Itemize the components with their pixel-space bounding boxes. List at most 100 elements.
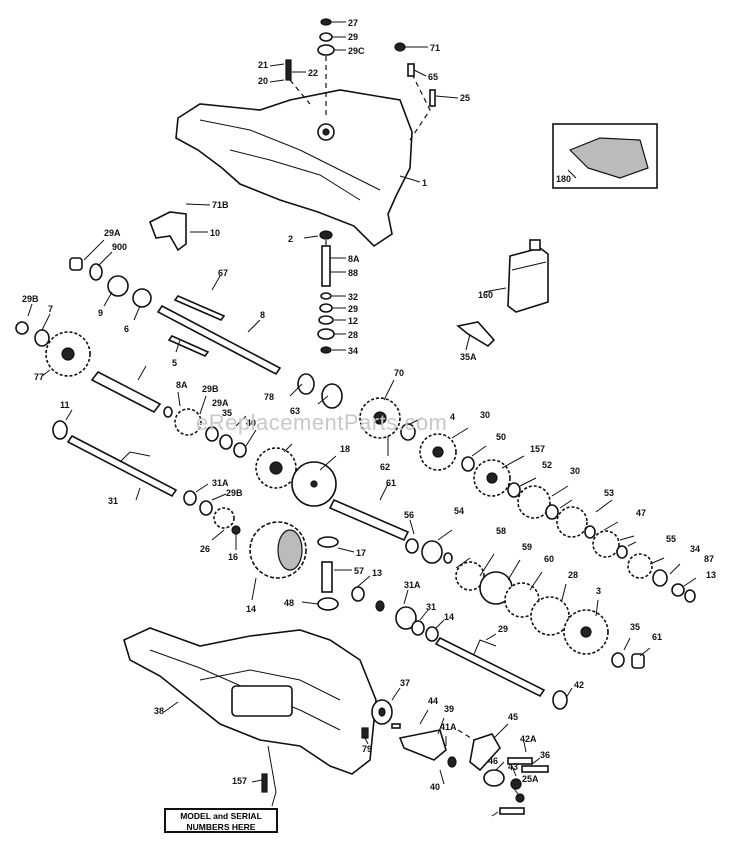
callout: 29A (104, 228, 121, 238)
lower-housing (123, 627, 377, 807)
upper-housing (175, 89, 413, 248)
callout: 57 (354, 566, 364, 576)
callout: 35 (630, 622, 640, 632)
callout: 46 (488, 756, 498, 766)
callout: 11 (60, 400, 70, 410)
serial-number-note: MODEL and SERIAL NUMBERS HERE (164, 808, 278, 833)
callout: 9 (98, 308, 103, 318)
callout: 87 (704, 554, 714, 564)
callout: 16 (228, 552, 238, 562)
callout: 77 (34, 372, 44, 382)
right-gear-row (351, 433, 696, 710)
callout: 61 (386, 478, 396, 488)
callout: 28 (568, 570, 578, 580)
callout: 36 (540, 750, 550, 760)
callout: 25A (522, 774, 539, 784)
callout: 47 (636, 508, 646, 518)
callout: 13 (372, 568, 382, 578)
callout: 20 (258, 76, 268, 86)
callout: 29 (348, 32, 358, 42)
callout: 38 (154, 706, 164, 716)
callout: 3 (596, 586, 601, 596)
callout: 41A (440, 722, 457, 732)
callout: 14 (444, 612, 454, 622)
callout: 30 (570, 466, 580, 476)
callout: 31 (108, 496, 118, 506)
callout: 34 (348, 346, 358, 356)
callout: 8A (348, 254, 360, 264)
callout: 6 (124, 324, 129, 334)
callout: 42A (520, 734, 537, 744)
callout: 30 (480, 410, 490, 420)
callout: 13 (706, 570, 716, 580)
middle-clutch (183, 373, 416, 611)
callout: 29 (498, 624, 508, 634)
callout: 29B (202, 384, 219, 394)
callout: 37 (400, 678, 410, 688)
oil-bottle (507, 239, 549, 313)
callout: 157 (530, 444, 545, 454)
callout: 28 (348, 330, 358, 340)
callout: 61 (652, 632, 662, 642)
callout: 25 (460, 93, 470, 103)
callout: 7 (48, 304, 53, 314)
callout: 53 (604, 488, 614, 498)
callout: 62 (380, 462, 390, 472)
callout: 79 (362, 744, 372, 754)
callout: 45 (508, 712, 518, 722)
callout: 8A (176, 380, 188, 390)
callout: 8 (260, 310, 265, 320)
callout: 18 (340, 444, 350, 454)
callout: 44 (428, 696, 438, 706)
callout: 40 (430, 782, 440, 792)
callout: 63 (290, 406, 300, 416)
transaxle-inset (552, 123, 658, 189)
callout: 14 (246, 604, 256, 614)
callout: 29 (348, 304, 358, 314)
callout: 31A (404, 580, 421, 590)
callout: 43 (508, 762, 518, 772)
callout: 35A (460, 352, 477, 362)
left-gear-cluster (15, 257, 297, 498)
bracket (456, 321, 496, 348)
callout: 35 (222, 408, 232, 418)
callout: 39 (444, 704, 454, 714)
callout: 71 (430, 43, 440, 53)
callout: 21 (258, 60, 268, 70)
callout: 1 (422, 178, 427, 188)
callout: 32 (348, 292, 358, 302)
callout: 17 (356, 548, 366, 558)
callout: 56 (404, 510, 414, 520)
callout: 900 (112, 242, 127, 252)
callout: 31 (426, 602, 436, 612)
callout: 54 (454, 506, 464, 516)
callout: 22 (308, 68, 318, 78)
brake-shaft (317, 230, 335, 354)
serial-note-line2: NUMBERS HERE (186, 822, 256, 832)
callout: 59 (522, 542, 532, 552)
callout: 40 (246, 418, 256, 428)
leader-lines (27, 21, 697, 817)
callout: 52 (542, 460, 552, 470)
callout: 29A (212, 398, 229, 408)
callout: 65 (428, 72, 438, 82)
callout: 58 (496, 526, 506, 536)
serial-note-line1: MODEL and SERIAL (180, 811, 262, 821)
callout: 78 (264, 392, 274, 402)
callout: 70 (394, 368, 404, 378)
callout: 26 (200, 544, 210, 554)
callout: 160 (478, 290, 493, 300)
callout: 29C (348, 46, 365, 56)
callout: 50 (496, 432, 506, 442)
callout: 48 (284, 598, 294, 608)
callout: 12 (348, 316, 358, 326)
callout: 157 (232, 776, 247, 786)
callout: 10 (210, 228, 220, 238)
callout: 29B (22, 294, 39, 304)
callout: 5 (172, 358, 177, 368)
callout: 67 (218, 268, 228, 278)
callout: 180 (556, 174, 571, 184)
callout-labels: 27 29 29C 71 21 22 20 65 25 1 71B 10 2 8… (22, 18, 716, 792)
